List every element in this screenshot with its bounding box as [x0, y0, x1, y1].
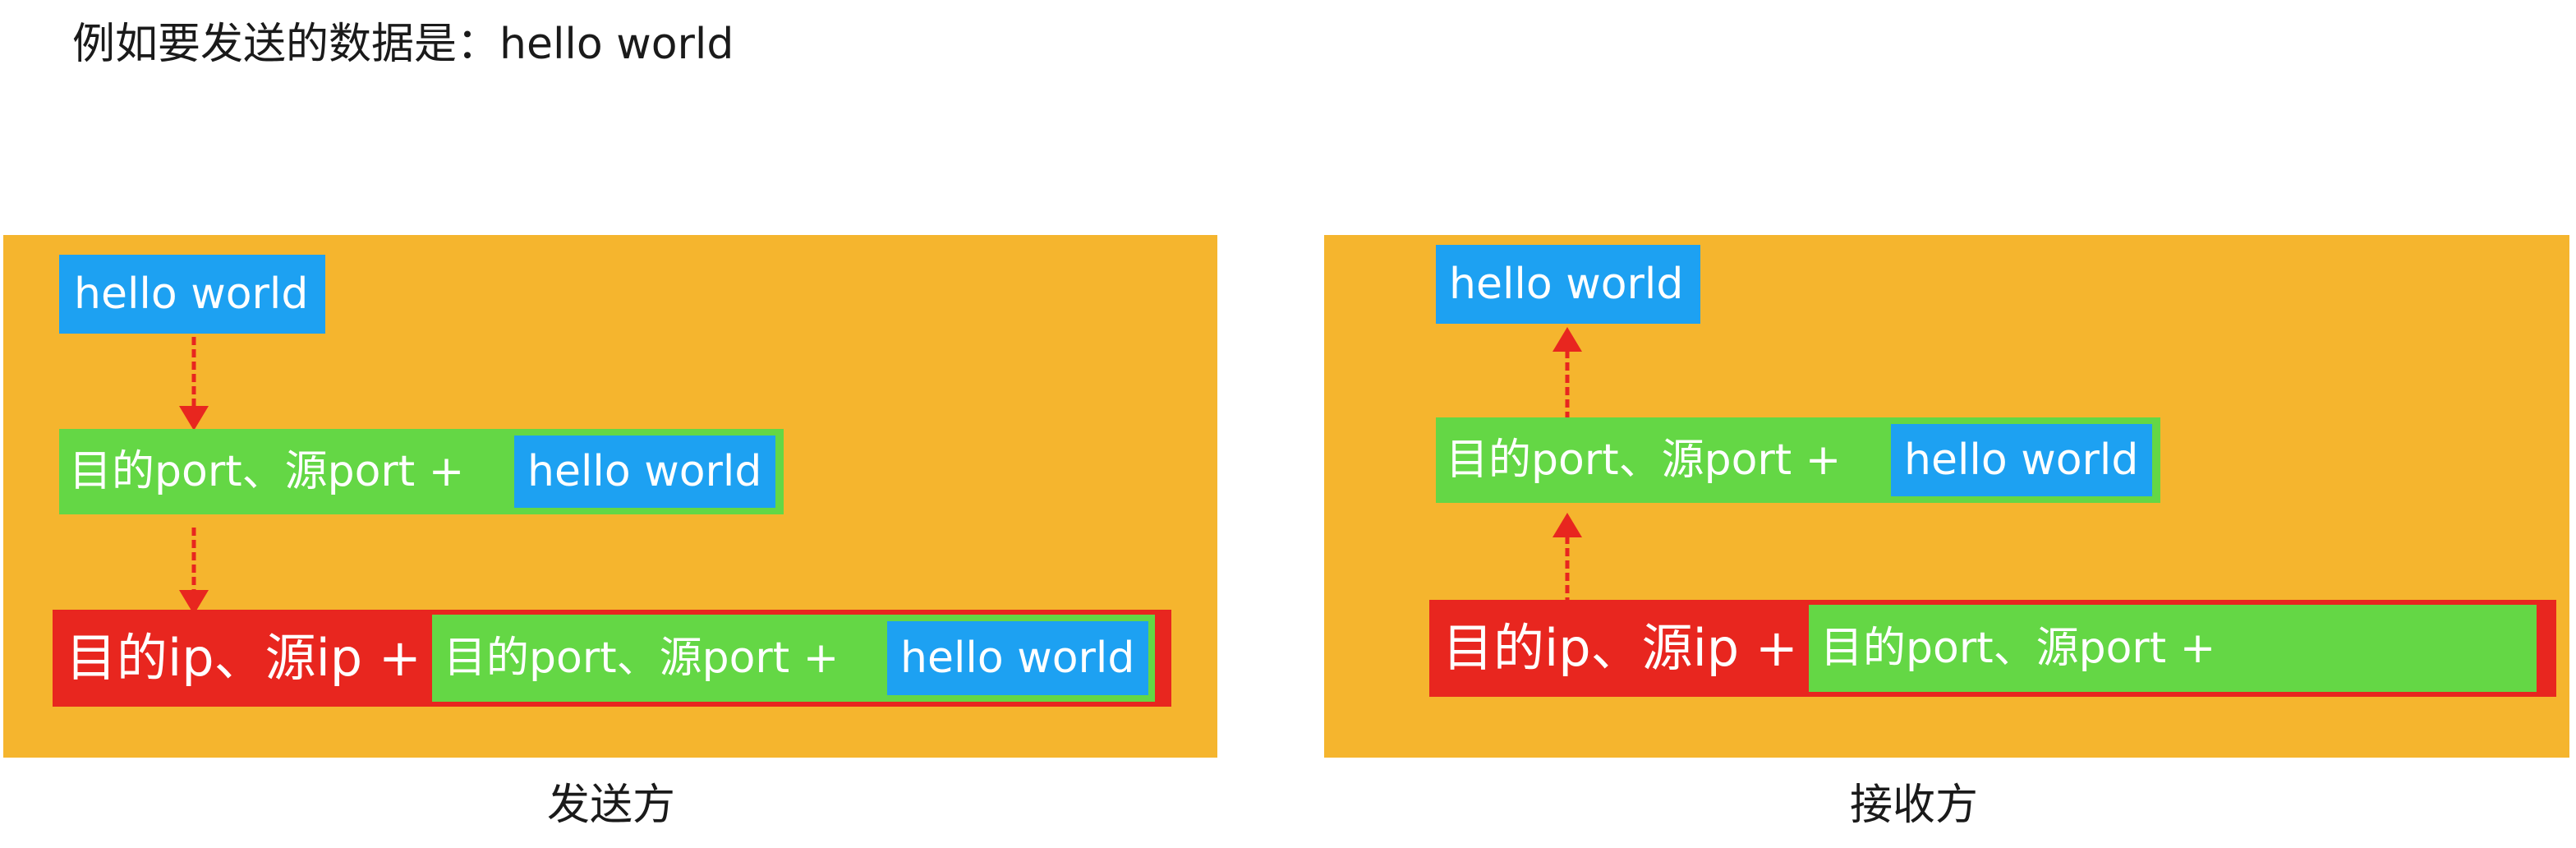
sender-arrow-down-2 [179, 528, 209, 615]
sender-port-segment: 目的port、源port + hello world [59, 429, 784, 514]
sender-ip-payload-label: hello world [900, 634, 1135, 683]
receiver-payload-box: hello world [1436, 245, 1700, 324]
sender-ip-header: 目的ip、源ip + [66, 628, 421, 688]
sender-ip-segment: 目的ip、源ip + 目的port、源port + hello world [53, 610, 1171, 707]
sender-ip-port-segment: 目的port、源port + hello world [432, 615, 1155, 702]
receiver-arrow-up-2 [1552, 513, 1582, 600]
receiver-panel: hello world 目的port、源port + hello world 目… [1324, 235, 2569, 758]
sender-ip-port-header: 目的port、源port + [444, 634, 840, 683]
receiver-port-payload-box: hello world [1891, 424, 2152, 496]
sender-payload-box: hello world [59, 255, 325, 334]
receiver-ip-port-header: 目的port、源port + [1820, 624, 2216, 673]
sender-port-payload-box: hello world [514, 436, 775, 508]
sender-port-payload-label: hello world [527, 447, 762, 496]
receiver-port-header: 目的port、源port + [1446, 436, 1842, 485]
sender-caption: 发送方 [546, 781, 675, 830]
receiver-port-payload-label: hello world [1904, 436, 2139, 485]
receiver-caption: 接收方 [1849, 781, 1978, 830]
receiver-payload-label: hello world [1449, 260, 1684, 309]
receiver-ip-segment: 目的ip、源ip + 目的port、源port + [1429, 600, 2556, 697]
sender-port-header: 目的port、源port + [69, 447, 465, 496]
sender-panel: hello world 目的port、源port + hello world 目… [3, 235, 1217, 758]
sender-payload-label: hello world [74, 270, 309, 319]
receiver-ip-header: 目的ip、源ip + [1442, 618, 1798, 678]
sender-ip-payload-box: hello world [887, 621, 1148, 695]
sender-arrow-down-1 [179, 337, 209, 431]
receiver-port-segment: 目的port、源port + hello world [1436, 417, 2160, 503]
receiver-ip-port-segment: 目的port、源port + [1809, 605, 2537, 692]
receiver-arrow-up-1 [1552, 327, 1582, 419]
page-title: 例如要发送的数据是：hello world [72, 20, 734, 69]
